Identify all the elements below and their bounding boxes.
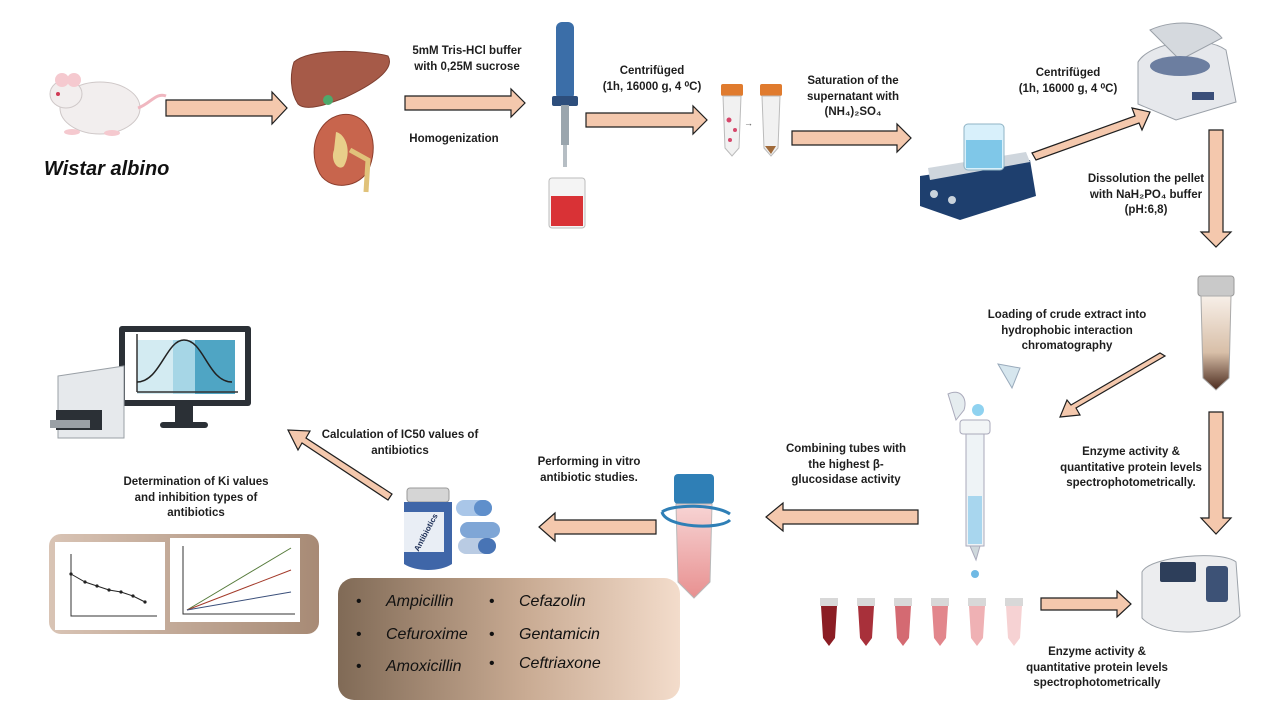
stirrer-icon bbox=[920, 123, 1036, 220]
computer-icon bbox=[50, 326, 251, 439]
antibiotic-item: Cefazolin bbox=[489, 593, 586, 611]
arrow-to-stirrer bbox=[791, 122, 912, 154]
chromatography-column-icon bbox=[947, 363, 1021, 578]
pellet-tube-icon bbox=[1197, 275, 1235, 391]
arrow-to-column bbox=[1059, 352, 1167, 418]
ki-label: Determination of Ki values and inhibitio… bbox=[123, 476, 269, 520]
arrow-to-falcon bbox=[765, 501, 919, 533]
arrow-to-computer bbox=[287, 429, 393, 501]
ki-graphs bbox=[55, 538, 300, 630]
centrifuge-icon bbox=[1137, 22, 1237, 121]
arrow-to-homogenizer bbox=[404, 87, 526, 119]
antibiotics-list: Ampicillin Cefazolin Cefuroxime Gentamic… bbox=[338, 578, 680, 700]
falcon-tube-icon bbox=[660, 474, 732, 599]
arrow-to-spectro bbox=[1040, 589, 1132, 619]
loading-label: Loading of crude extract into hydrophobi… bbox=[987, 309, 1147, 353]
ic50-label: Calculation of IC50 values of antibiotic… bbox=[321, 429, 479, 457]
arrows bbox=[165, 87, 1233, 619]
fraction-tubes bbox=[820, 598, 1023, 646]
antibiotic-item: Gentamicin bbox=[489, 626, 600, 644]
liver-kidney-icon bbox=[290, 50, 390, 193]
rat-icon bbox=[49, 73, 167, 136]
saturation-label: Saturation of the supernatant with (NH₄)… bbox=[806, 75, 899, 119]
invitro-label: Performing in vitro antibiotic studies. bbox=[537, 456, 641, 484]
arrow-rat-to-organs bbox=[165, 90, 288, 126]
centrifuge-label-2: Centrifüged (1h, 16000 g, 4 ⁰C) bbox=[1018, 67, 1118, 95]
spectrophotometer-icon bbox=[1141, 555, 1241, 633]
arrow-down-2 bbox=[1199, 411, 1233, 535]
combining-label: Combining tubes with the highest β- gluc… bbox=[785, 443, 907, 487]
antibiotics-bottle-icon bbox=[404, 487, 500, 570]
dissolution-label: Dissolution the pellet with NaH₂PO₄ buff… bbox=[1087, 173, 1205, 217]
homogenizer-icon bbox=[548, 22, 586, 229]
ki-graphs-card bbox=[49, 534, 319, 634]
arrow-to-centrifuge bbox=[1031, 107, 1151, 161]
arrow-to-antibiotics bbox=[538, 511, 657, 543]
homogenization-label: Homogenization bbox=[409, 133, 499, 145]
antibiotic-item: Ceftriaxone bbox=[489, 655, 601, 673]
arrow-down-1 bbox=[1199, 129, 1233, 248]
antibiotic-item: Ampicillin bbox=[356, 593, 453, 611]
antibiotic-item: Cefuroxime bbox=[356, 626, 468, 644]
enzyme-label-2: Enzyme activity & quantitative protein l… bbox=[1026, 646, 1168, 690]
species-label: Wistar albino bbox=[44, 158, 170, 180]
enzyme-label-1: Enzyme activity & quantitative protein l… bbox=[1060, 446, 1202, 490]
antibiotic-item: Amoxicillin bbox=[356, 658, 461, 676]
centrifuge-tubes-icon: → bbox=[721, 84, 782, 157]
buffer-label: 5mM Tris-HCl buffer with 0,25M sucrose bbox=[412, 45, 522, 73]
arrow-to-tubes bbox=[585, 104, 708, 136]
centrifuge-label-1: Centrifüged (1h, 16000 g, 4 ⁰C) bbox=[602, 65, 702, 93]
svg-text:→: → bbox=[744, 118, 753, 128]
